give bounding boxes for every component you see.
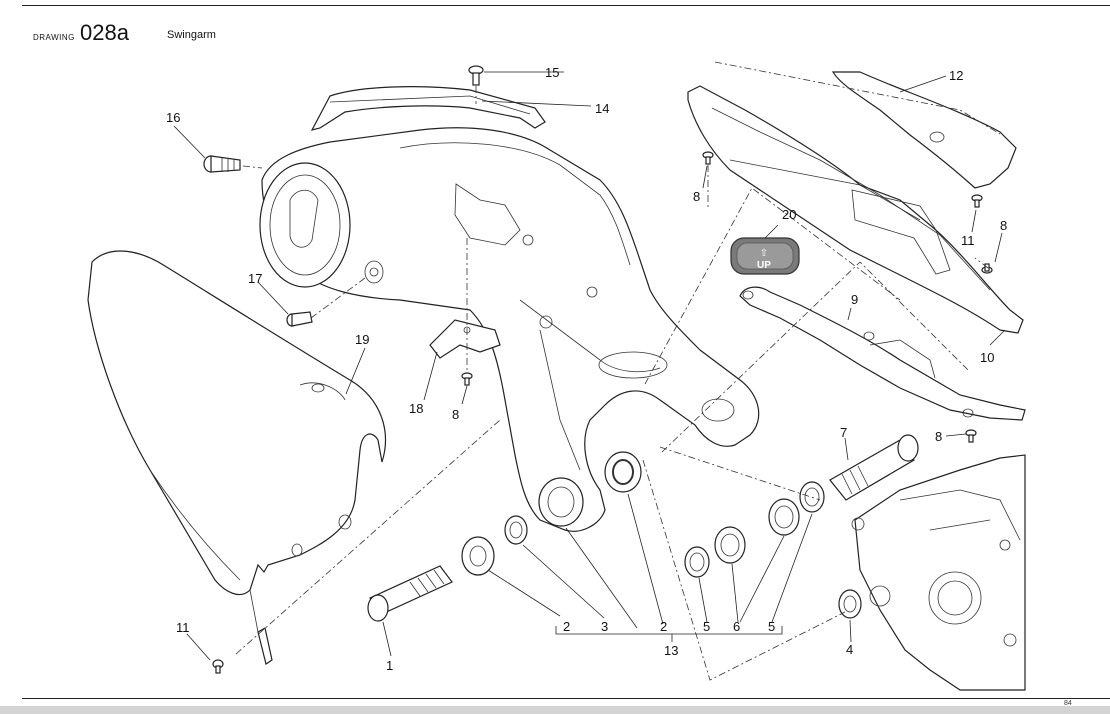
decal-text: UP xyxy=(757,260,771,271)
callout-2-a: 2 xyxy=(563,619,570,634)
bearing-6-right xyxy=(768,498,800,536)
chain-guard xyxy=(687,85,1024,334)
callout-8-a: 8 xyxy=(693,189,700,204)
drawing-title: Swingarm xyxy=(167,29,216,41)
assembly-lines xyxy=(235,61,1001,681)
bottom-rule xyxy=(22,698,1110,699)
callout-11-a: 11 xyxy=(961,233,975,248)
hub-housing xyxy=(259,162,384,288)
screw-11-b xyxy=(212,659,224,674)
pin-7 xyxy=(829,434,919,501)
bearing-2-right xyxy=(604,451,642,493)
callout-1: 1 xyxy=(386,658,393,673)
bearing-6-left xyxy=(714,526,746,564)
bolt-16 xyxy=(203,155,241,173)
callout-5-b: 5 xyxy=(768,619,775,634)
decal-arrow: ⇧ xyxy=(760,248,768,259)
callout-15: 15 xyxy=(545,65,559,80)
callout-13: 13 xyxy=(664,643,678,658)
footer-band xyxy=(0,706,1110,714)
upper-chain-slider xyxy=(310,86,546,131)
bearing-2-left xyxy=(461,536,495,576)
rear-mudguard xyxy=(87,250,386,665)
callout-12: 12 xyxy=(949,68,963,83)
callout-11-b: 11 xyxy=(176,620,190,635)
swingarm-body xyxy=(261,127,760,532)
top-rule xyxy=(22,5,1110,6)
callout-2-b: 2 xyxy=(660,619,667,634)
callout-8-c: 8 xyxy=(452,407,459,422)
seal-5-left xyxy=(684,546,710,578)
callout-17: 17 xyxy=(248,271,262,286)
callout-7: 7 xyxy=(840,425,847,440)
callout-8-d: 8 xyxy=(935,429,942,444)
engine-casing xyxy=(851,454,1026,691)
screw-8-b xyxy=(981,263,993,274)
seal-4 xyxy=(838,589,862,619)
callout-6: 6 xyxy=(733,619,740,634)
chain-guard-cover xyxy=(831,71,1017,189)
up-decal: ⇧ UP xyxy=(730,237,800,275)
callout-14: 14 xyxy=(595,101,609,116)
leader-lines xyxy=(173,71,1006,661)
bolt-17 xyxy=(286,311,313,327)
pivot-boss xyxy=(538,477,584,527)
callout-18: 18 xyxy=(409,401,423,416)
callout-9: 9 xyxy=(851,292,858,307)
drawing-number: 028a xyxy=(80,20,129,45)
callout-3: 3 xyxy=(601,619,608,634)
bracket-18 xyxy=(429,319,501,359)
screw-15 xyxy=(468,65,484,86)
callout-labels: 15 14 12 16 17 19 18 8 8 20 11 8 9 10 8 … xyxy=(166,65,1007,673)
page-number: 84 xyxy=(1064,700,1072,707)
chain-slider xyxy=(739,286,1026,421)
callout-16: 16 xyxy=(166,110,180,125)
callout-4: 4 xyxy=(846,642,853,657)
callout-10: 10 xyxy=(980,350,994,365)
spacer-3 xyxy=(504,515,528,545)
drawing-label: DRAWING xyxy=(33,33,75,42)
callout-8-b: 8 xyxy=(1000,218,1007,233)
screw-8-a xyxy=(702,151,714,165)
callout-19: 19 xyxy=(355,332,369,347)
pivot-shaft xyxy=(367,565,453,622)
callout-5-a: 5 xyxy=(703,619,710,634)
callout-20: 20 xyxy=(782,207,796,222)
screw-11-a xyxy=(971,194,983,208)
screw-8-d xyxy=(965,429,977,443)
screw-8-c xyxy=(461,372,473,386)
